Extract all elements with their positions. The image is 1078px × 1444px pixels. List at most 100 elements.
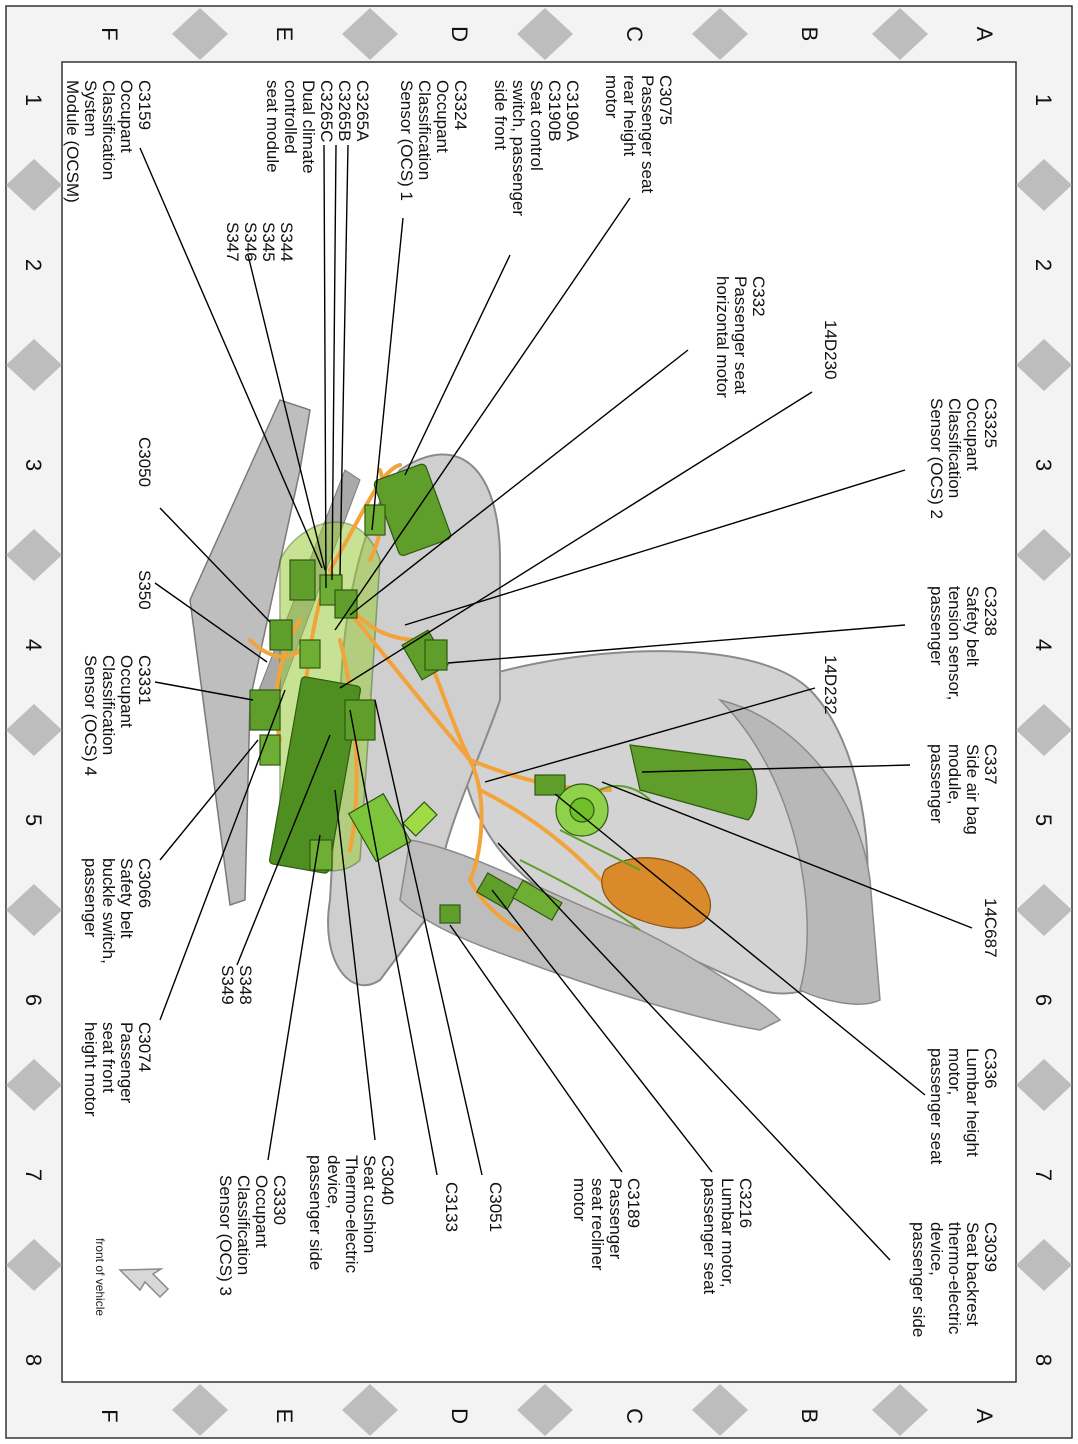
callout-line: Seat control xyxy=(527,80,546,171)
frame-chevron xyxy=(6,529,62,581)
callout-c3051: C3051 xyxy=(486,1182,505,1232)
callout-line: C332 xyxy=(749,276,768,317)
seat-backrest-side xyxy=(717,698,881,1005)
frame-chevron xyxy=(172,1384,228,1436)
callout-line: passenger xyxy=(927,744,946,824)
callout-c3324: C3324OccupantClassificationSensor (OCS) … xyxy=(397,80,470,201)
callout-line: C3040 xyxy=(378,1155,397,1205)
grid-column-label: 7 xyxy=(1031,1169,1056,1181)
frame-chevron xyxy=(6,704,62,756)
callout-line: C3039 xyxy=(981,1222,1000,1272)
callout-line: Safety belt xyxy=(963,586,982,667)
callout-line: horizontal motor xyxy=(713,276,732,398)
callout-c337: C337Side air bagmodule,passenger xyxy=(927,744,1000,835)
callout-line: Classification xyxy=(99,80,118,180)
callout-c3330: C3330OccupantClassificationSensor (OCS) … xyxy=(216,1175,289,1296)
grid-column-label: 8 xyxy=(1031,1354,1056,1366)
frame-chevron xyxy=(6,884,62,936)
grid-column-label: 6 xyxy=(21,994,46,1006)
callout-line: Classification xyxy=(99,655,118,755)
callout-line: Seat backrest xyxy=(963,1222,982,1326)
callout-line: C3265C xyxy=(317,80,336,142)
grid-column-label: 1 xyxy=(1031,94,1056,106)
callout-line: passenger seat xyxy=(700,1178,719,1295)
frame-chevron xyxy=(1016,339,1072,391)
grid-column-label: 4 xyxy=(1031,639,1056,651)
callout-line: S344 xyxy=(277,222,296,262)
frame-chevron xyxy=(1016,529,1072,581)
callout-c332: C332Passenger seathorizontal motor xyxy=(713,276,768,398)
callout-s348: S348S349 xyxy=(218,965,255,1005)
callout-line: device, xyxy=(927,1222,946,1276)
callout-line: C3265B xyxy=(335,80,354,141)
grid-row-label: A xyxy=(972,27,997,42)
grid-row-label: E xyxy=(272,27,297,42)
callout-line: passenger side xyxy=(909,1222,928,1337)
frame-chevron xyxy=(6,159,62,211)
callout-line: height motor xyxy=(81,1022,100,1117)
callout-line: C3331 xyxy=(135,655,154,705)
frame-chevron xyxy=(342,8,398,60)
callout-line: switch, passenger xyxy=(509,80,528,216)
callout-line: C3159 xyxy=(135,80,154,130)
callout-line: Passenger xyxy=(606,1178,625,1260)
callout-line: rear height xyxy=(620,75,639,157)
callout-line: passenger seat xyxy=(927,1048,946,1165)
frame-chevron xyxy=(1016,1059,1072,1111)
callout-line: Occupant xyxy=(117,80,136,153)
callout-line: Sensor (OCS) 4 xyxy=(81,655,100,776)
callout-c3050: C3050 xyxy=(135,437,154,487)
callout-line: passenger xyxy=(927,586,946,666)
seat-illustration xyxy=(189,399,881,1031)
callout-line: C3066 xyxy=(135,858,154,908)
callout-line: side front xyxy=(491,80,510,150)
callout-line: Classification xyxy=(234,1175,253,1275)
grid-row-label: D xyxy=(447,26,472,42)
frame-chevron xyxy=(692,8,748,60)
callout-line: S346 xyxy=(241,222,260,262)
callout-line: 14C687 xyxy=(981,898,1000,958)
frame-chevron xyxy=(1016,1239,1072,1291)
grid-column-label: 2 xyxy=(21,259,46,271)
callout-c3074: C3074Passengerseat frontheight motor xyxy=(81,1022,154,1117)
callout-labels: C3075Passenger seatrear heightmotor C319… xyxy=(63,75,1000,1337)
callout-line: seat recliner xyxy=(588,1178,607,1271)
callout-line: S350 xyxy=(135,570,154,610)
grid-row-label: C xyxy=(622,1408,647,1424)
callout-line: Classification xyxy=(415,80,434,180)
grid-row-label: C xyxy=(622,26,647,42)
callout-line: Passenger xyxy=(117,1022,136,1104)
callout-line: C3216 xyxy=(736,1178,755,1228)
callout-line: C3190A xyxy=(563,80,582,142)
callout-line: motor xyxy=(570,1178,589,1222)
callout-line: C3190B xyxy=(545,80,564,141)
callout-c3075: C3075Passenger seatrear heightmotor xyxy=(602,75,675,193)
callout-c3216: C3216Lumbar motor,passenger seat xyxy=(700,1178,755,1295)
callout-line: C3189 xyxy=(624,1178,643,1228)
callout-line: S345 xyxy=(259,222,278,262)
callout-14d230: 14D230 xyxy=(821,320,840,380)
frame-chevron xyxy=(872,8,928,60)
grid-column-label: 5 xyxy=(1031,814,1056,826)
grid-column-label: 3 xyxy=(1031,459,1056,471)
callout-line: C3238 xyxy=(981,586,1000,636)
callout-14d232: 14D232 xyxy=(821,655,840,715)
frame-chevron xyxy=(1016,704,1072,756)
callout-line: 14D230 xyxy=(821,320,840,380)
grid-column-label: 5 xyxy=(21,814,46,826)
callout-line: thermo-electric xyxy=(945,1222,964,1335)
callout-line: C3074 xyxy=(135,1022,154,1072)
callout-line: Module (OCSM) xyxy=(63,80,82,203)
callout-line: S348 xyxy=(236,965,255,1005)
grid-column-label: 2 xyxy=(1031,259,1056,271)
callout-line: Occupant xyxy=(433,80,452,153)
frame-chevron xyxy=(6,1239,62,1291)
grid-row-label: B xyxy=(797,1409,822,1424)
callout-14c687: 14C687 xyxy=(981,898,1000,958)
callout-line: Dual climate xyxy=(299,80,318,174)
frame-chevron xyxy=(872,1384,928,1436)
grid-row-label: B xyxy=(797,27,822,42)
grid-row-label: F xyxy=(97,27,122,40)
callout-line: Sensor (OCS) 3 xyxy=(216,1175,235,1296)
